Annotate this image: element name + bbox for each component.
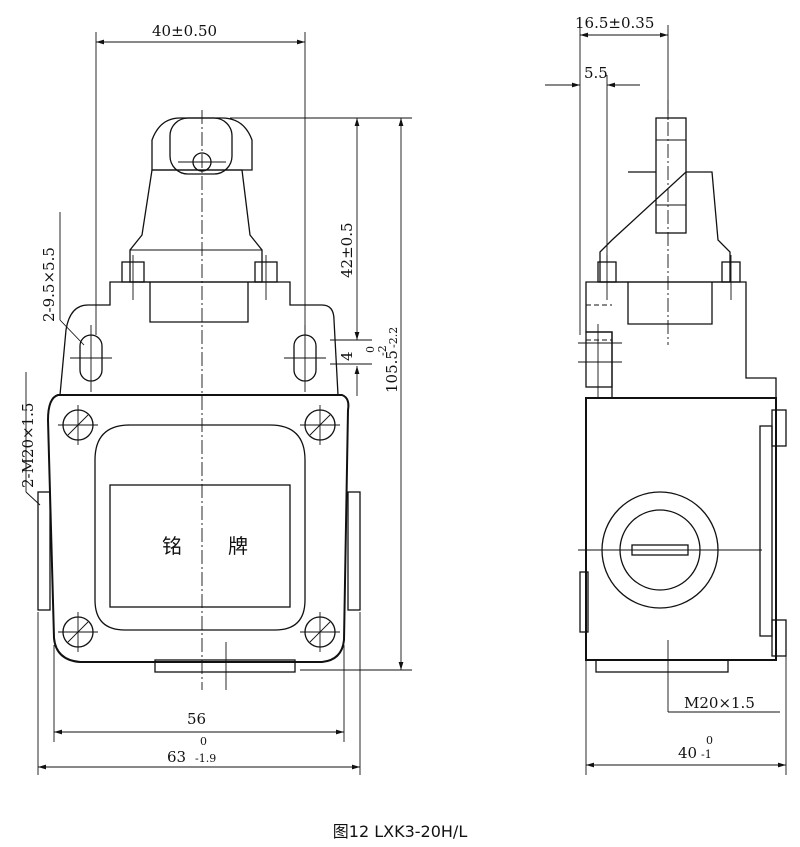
dim-side-small: 5.5 bbox=[545, 64, 640, 262]
dim-side-top: 16.5±0.35 bbox=[575, 14, 669, 335]
dim-body-width: 56 bbox=[53, 645, 345, 742]
dim-total-height-label: 105.5 bbox=[383, 350, 401, 393]
dim-offset-tol-upper: 0 bbox=[364, 346, 377, 353]
dim-top-width-label: 40±0.50 bbox=[152, 22, 217, 40]
dim-overall-width-tol-upper: 0 bbox=[200, 735, 207, 748]
side-view: 16.5±0.35 5.5 M20×1.5 0 40 -1 bbox=[545, 14, 787, 775]
dim-overall-width-label: 63 bbox=[167, 748, 186, 766]
dim-upper-height-label: 42±0.5 bbox=[338, 222, 356, 278]
side-cover bbox=[578, 491, 762, 609]
dim-side-thread-label: M20×1.5 bbox=[684, 694, 755, 712]
dim-overall-width-tol-lower: -1.9 bbox=[195, 752, 216, 765]
dim-overall-width: 0 63 -1.9 bbox=[37, 612, 361, 775]
dim-side-width-tol-upper: 0 bbox=[706, 734, 713, 747]
dim-slot: 2-9.5×5.5 bbox=[40, 212, 85, 346]
dim-top-width: 40±0.50 bbox=[95, 22, 306, 335]
dim-side-small-label: 5.5 bbox=[584, 64, 608, 82]
dim-slot-label: 2-9.5×5.5 bbox=[40, 247, 58, 322]
corner-screws bbox=[58, 405, 340, 652]
dim-total-height: 105.5 -2.2 bbox=[230, 117, 412, 671]
dim-side-width-tol-lower: -1 bbox=[701, 748, 712, 761]
dim-upper-height: 42±0.5 bbox=[230, 117, 372, 341]
actuator-head bbox=[129, 169, 263, 283]
side-lever bbox=[655, 117, 687, 234]
dim-offset-tol-lower: -2 bbox=[376, 345, 389, 356]
roller-lever bbox=[151, 117, 253, 175]
front-view: 铭 牌 40±0.50 2-9.5×5.5 2-M20×1.5 42±0.5 bbox=[19, 22, 412, 775]
side-head bbox=[597, 171, 741, 300]
dim-thread-label: 2-M20×1.5 bbox=[19, 403, 37, 488]
dim-total-height-tol: -2.2 bbox=[387, 327, 400, 348]
main-body bbox=[37, 394, 361, 690]
dim-thread: 2-M20×1.5 bbox=[19, 372, 41, 506]
figure-caption: 图12 LXK3-20H/L bbox=[332, 822, 468, 841]
technical-drawing: 铭 牌 40±0.50 2-9.5×5.5 2-M20×1.5 42±0.5 bbox=[19, 14, 787, 775]
nameplate-label-right: 牌 bbox=[228, 534, 248, 558]
dim-side-width: 0 40 -1 bbox=[585, 656, 787, 775]
mounting-flange bbox=[59, 281, 339, 396]
side-body bbox=[579, 397, 787, 700]
dim-offset: 4 0 -2 bbox=[330, 345, 389, 396]
dim-body-width-label: 56 bbox=[187, 710, 206, 728]
nameplate-label-left: 铭 bbox=[162, 534, 182, 558]
dim-side-top-label: 16.5±0.35 bbox=[575, 14, 654, 32]
dim-side-thread: M20×1.5 bbox=[667, 694, 780, 713]
dim-offset-label: 4 bbox=[338, 351, 356, 361]
side-flange bbox=[578, 281, 777, 399]
head-screws bbox=[121, 255, 278, 300]
dim-side-width-label: 40 bbox=[678, 744, 697, 762]
